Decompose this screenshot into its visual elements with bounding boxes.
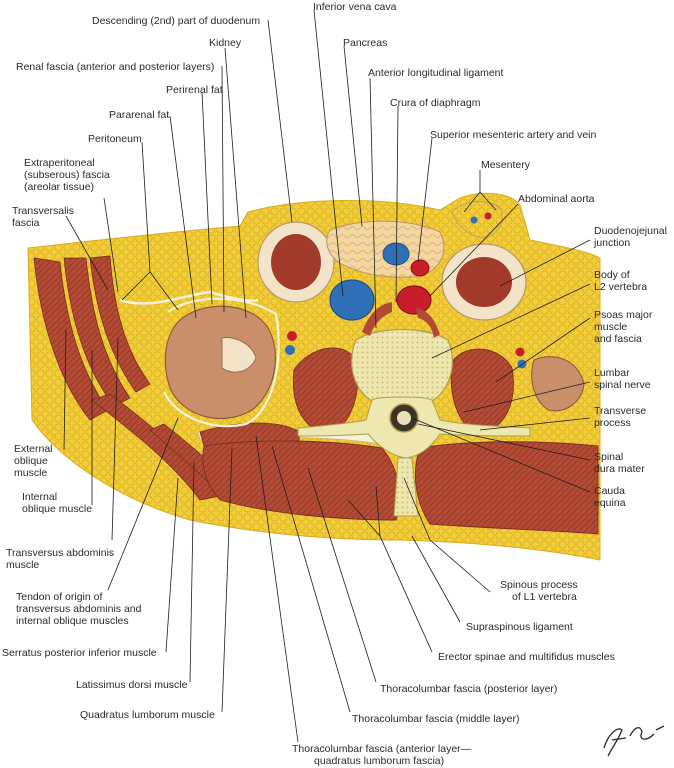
label-serratus-posterior-inferior: Serratus posterior inferior muscle bbox=[2, 647, 157, 659]
label-cauda-equina: Cauda equina bbox=[594, 485, 628, 509]
label-descending-duodenum: Descending (2nd) part of duodenum bbox=[92, 15, 260, 27]
abdominal-aorta bbox=[396, 285, 432, 315]
label-extraperitoneal-fascia: Extraperitoneal (subserous) fascia (areo… bbox=[24, 157, 113, 193]
label-kidney: Kidney bbox=[209, 37, 242, 49]
label-anterior-longitudinal-ligament: Anterior longitudinal ligament bbox=[368, 67, 503, 79]
label-latissimus-dorsi: Latissimus dorsi muscle bbox=[76, 679, 188, 691]
spinous-process-l1 bbox=[393, 457, 419, 517]
label-abdominal-aorta: Abdominal aorta bbox=[518, 193, 595, 205]
mesenteric-vessel-blue bbox=[470, 216, 478, 224]
transversus-abdominis-muscle bbox=[89, 255, 151, 393]
superior-mesenteric-vein bbox=[382, 242, 410, 266]
renal-vessel-blue-left bbox=[285, 345, 295, 355]
internal-oblique-muscle bbox=[63, 257, 131, 407]
label-inferior-vena-cava: Inferior vena cava bbox=[313, 1, 397, 13]
label-transverse-process: Transverse process bbox=[594, 405, 649, 429]
artist-signature bbox=[603, 725, 665, 757]
label-body-of-l2: Body of L2 vertebra bbox=[594, 269, 647, 293]
label-peritoneum: Peritoneum bbox=[88, 133, 142, 145]
body-section bbox=[27, 192, 601, 561]
leader-lines bbox=[63, 9, 591, 743]
label-spinous-process: Spinous process of L1 vertebra bbox=[500, 579, 581, 603]
renal-vessel-red-right bbox=[515, 347, 525, 357]
superior-mesenteric-artery bbox=[410, 259, 430, 277]
left-renal-hilum bbox=[221, 337, 257, 373]
label-superior-mesenteric: Superior mesenteric artery and vein bbox=[430, 129, 596, 141]
psoas-major-right bbox=[450, 348, 514, 435]
label-transversus-abdominis: Transversus abdominis muscle bbox=[6, 547, 117, 571]
label-perirenal-fat: Perirenal fat bbox=[166, 84, 223, 96]
psoas-major-left bbox=[292, 347, 359, 435]
external-oblique-muscle bbox=[33, 257, 109, 421]
label-renal-fascia: Renal fascia (anterior and posterior lay… bbox=[16, 61, 214, 73]
erector-spinae-left bbox=[202, 440, 401, 521]
left-kidney bbox=[164, 305, 276, 420]
duodenojejunal-lumen bbox=[456, 257, 512, 307]
label-thoracolumbar-anterior: Thoracolumbar fascia (anterior layer— qu… bbox=[292, 743, 474, 767]
inferior-vena-cava bbox=[329, 279, 375, 321]
cauda-equina-roots bbox=[397, 411, 411, 425]
label-thoracolumbar-posterior: Thoracolumbar fascia (posterior layer) bbox=[380, 683, 557, 695]
label-lumbar-spinal-nerve: Lumbar spinal nerve bbox=[594, 367, 651, 391]
descending-duodenum-lumen bbox=[271, 234, 321, 290]
label-pancreas: Pancreas bbox=[343, 37, 387, 49]
label-quadratus-lumborum: Quadratus lumborum muscle bbox=[80, 709, 215, 721]
label-psoas-major: Psoas major muscle and fascia bbox=[594, 309, 655, 345]
label-mesentery: Mesentery bbox=[481, 159, 531, 171]
label-erector-spinae: Erector spinae and multifidus muscles bbox=[438, 651, 615, 663]
erector-spinae-right bbox=[415, 441, 599, 535]
label-crura-of-diaphragm: Crura of diaphragm bbox=[390, 97, 481, 109]
label-spinal-dura-mater: Spinal dura mater bbox=[594, 451, 645, 475]
label-internal-oblique: Internal oblique muscle bbox=[22, 491, 92, 515]
label-tendon-of-origin: Tendon of origin of transversus abdomini… bbox=[16, 591, 144, 627]
l2-vertebral-body bbox=[351, 328, 453, 403]
crus-left bbox=[362, 302, 392, 336]
label-pararenal-fat: Pararenal fat bbox=[109, 109, 169, 121]
label-thoracolumbar-middle: Thoracolumbar fascia (middle layer) bbox=[352, 713, 519, 725]
label-duodenojejunal-junction: Duodenojejunal junction bbox=[593, 225, 670, 249]
peritoneum-line bbox=[119, 290, 259, 305]
label-supraspinous-ligament: Supraspinous ligament bbox=[466, 621, 573, 633]
mesenteric-vessel-red bbox=[484, 212, 492, 220]
renal-fascia-line bbox=[163, 297, 280, 428]
crus-right bbox=[416, 308, 440, 338]
label-transversalis-fascia: Transversalis fascia bbox=[12, 205, 77, 229]
right-kidney bbox=[531, 356, 585, 412]
label-external-oblique: External oblique muscle bbox=[14, 443, 55, 479]
renal-vessel-red-left bbox=[287, 331, 297, 341]
